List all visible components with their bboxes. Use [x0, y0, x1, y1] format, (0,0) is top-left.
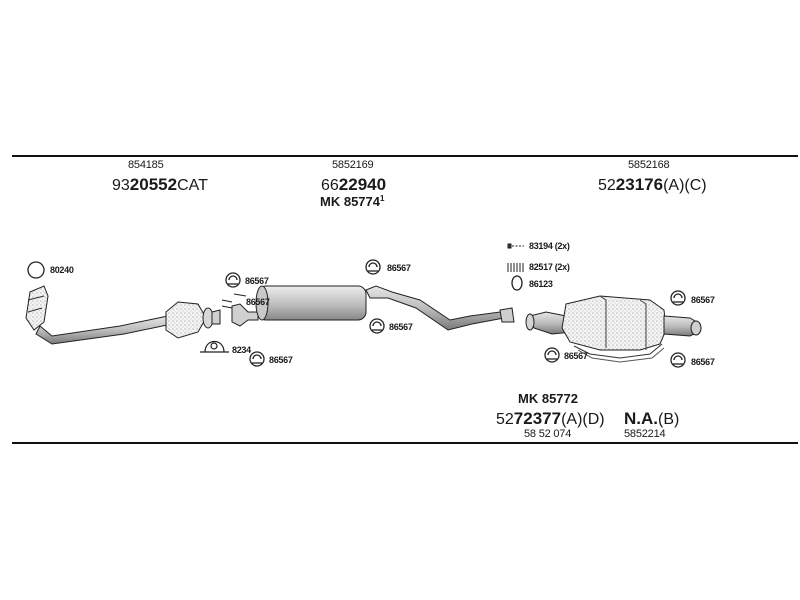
middle-ref-number: 5852169 [332, 159, 374, 171]
manifold-flange [25, 285, 49, 331]
gasket-icon [511, 275, 523, 291]
rear-alt-kit-value: 85772 [541, 391, 578, 406]
rubber-mount-icon [670, 352, 686, 368]
na-part-number: N.A.(B) [624, 410, 679, 428]
middle-kit-label: MK [320, 194, 341, 209]
middle-kit-number: MK 857741 [320, 194, 385, 209]
rear-part-prefix: 52 [598, 177, 616, 194]
callout-86567-d: 86567 [389, 322, 413, 332]
middle-silencer-body [257, 285, 367, 321]
rear-alt-part-number: 5272377(A)(D) [496, 410, 605, 428]
o-ring-icon [27, 261, 45, 279]
callout-86567-e: 86567 [269, 355, 293, 365]
middle-kit-note: 1 [380, 194, 385, 203]
rubber-mount-icon [365, 259, 381, 275]
callout-86567-f: 86567 [564, 351, 588, 361]
front-ref-number: 854185 [128, 159, 164, 171]
rubber-mount-icons [27, 259, 686, 368]
front-part-suffix: CAT [177, 177, 208, 194]
middle-part-number: 6622940 [321, 176, 386, 194]
callout-86567-g: 86567 [691, 295, 715, 305]
rubber-mount-icon [249, 351, 265, 367]
callout-82517: 82517 (2x) [529, 262, 570, 272]
callout-86123: 86123 [529, 279, 553, 289]
front-pipe-catalyst [25, 285, 221, 345]
spring-clip-icon [507, 263, 524, 272]
rear-part-number: 5223176(A)(C) [598, 176, 707, 194]
na-part-main: N.A. [624, 409, 658, 428]
callout-86567-h: 86567 [691, 357, 715, 367]
rear-alt-kit-number: MK 85772 [518, 392, 578, 405]
bottom-border-line [12, 442, 798, 444]
na-ref-number: 5852214 [624, 428, 666, 440]
rubber-mount-icon [544, 347, 560, 363]
front-part-main: 20552 [129, 175, 178, 194]
middle-kit-value: 85774 [343, 194, 380, 209]
rubber-mount-icon [225, 272, 241, 288]
rear-part-suffix: (A)(C) [663, 177, 707, 194]
top-border-line [12, 155, 798, 157]
bolt-spring-icons [507, 243, 524, 272]
front-clamp-8234 [200, 340, 229, 353]
rubber-mount-icon [670, 290, 686, 306]
na-part-suffix: (B) [658, 411, 680, 428]
callout-86567-c: 86567 [387, 263, 411, 273]
front-pipe-tube [35, 315, 173, 345]
catalyst-body [165, 301, 207, 339]
callout-80240: 80240 [50, 265, 74, 275]
callout-86567-a: 86567 [245, 276, 269, 286]
rear-alt-part-prefix: 52 [496, 411, 514, 428]
rear-silencer [525, 295, 702, 363]
bolt-icon [507, 243, 524, 249]
front-part-prefix: 93 [112, 177, 130, 194]
middle-part-main: 22940 [338, 175, 387, 194]
middle-outlet-pipe [365, 285, 505, 331]
rubber-mount-icon [369, 318, 385, 334]
rear-alt-part-suffix: (A)(D) [561, 411, 605, 428]
rear-ref-number: 5852168 [628, 159, 670, 171]
callout-8234: 8234 [232, 345, 251, 355]
middle-inlet-pipe [231, 303, 259, 327]
rear-alt-kit-label: MK [518, 391, 539, 406]
middle-silencer [231, 285, 515, 331]
rear-part-main: 23176 [615, 175, 664, 194]
callout-83194: 83194 (2x) [529, 241, 570, 251]
middle-part-prefix: 66 [321, 177, 339, 194]
front-part-number: 9320552CAT [112, 176, 208, 194]
rear-silencer-body [561, 295, 667, 351]
callout-86567-b: 86567 [246, 297, 270, 307]
rear-alt-part-main: 72377 [513, 409, 562, 428]
bracket-fittings [221, 293, 247, 309]
rear-alt-ref-number: 58 52 074 [524, 428, 572, 440]
